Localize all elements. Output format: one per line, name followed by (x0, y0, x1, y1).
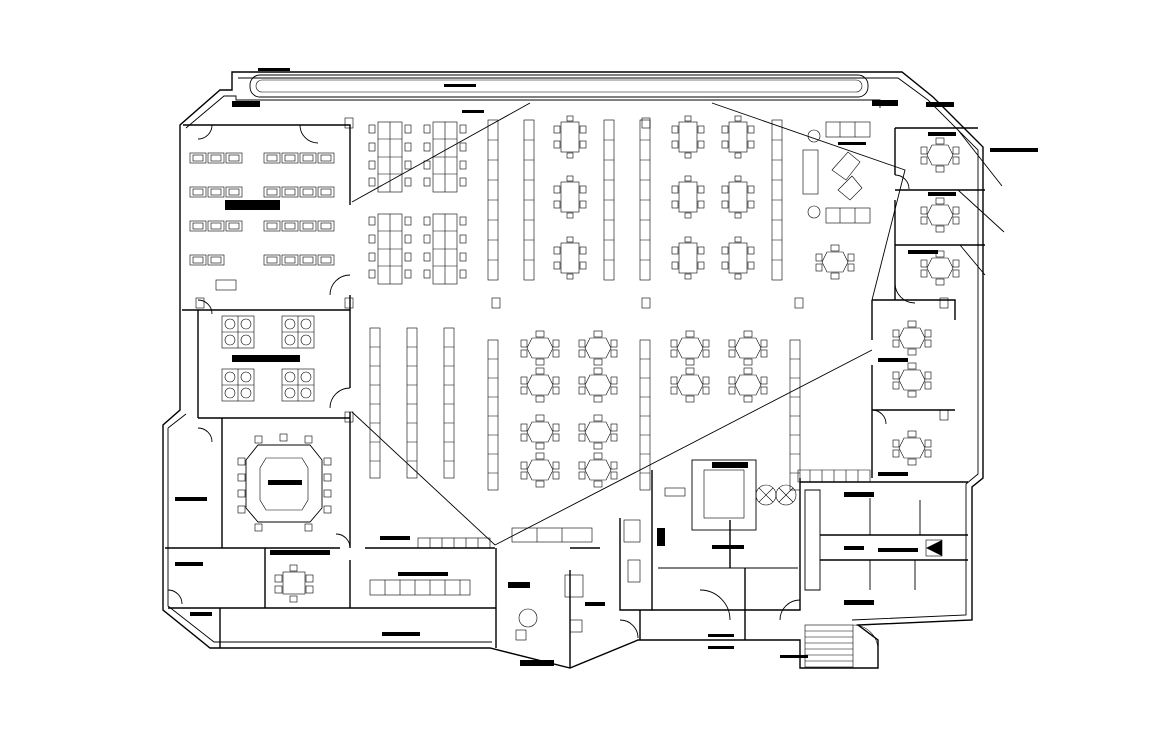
conference-room-table (237, 433, 332, 532)
stair (708, 624, 879, 668)
shelving-rows-upper (487, 119, 783, 281)
columns (195, 117, 949, 423)
bottom-left-rooms (175, 497, 471, 636)
outer-walls (162, 71, 984, 669)
right-room-walls (871, 127, 1005, 478)
front-desk-area (417, 527, 605, 666)
workstation-area-left (189, 152, 335, 291)
desk-blocks (368, 121, 467, 285)
service-block-walls (569, 470, 968, 668)
diagonal-partitions (351, 102, 906, 546)
lounge-seating (802, 121, 871, 224)
annotation-tags (232, 68, 1038, 476)
workstation-cluster-room (221, 315, 315, 402)
service-block-interior (623, 459, 943, 605)
hexagonal-tables (520, 137, 960, 488)
left-room-walls (165, 124, 497, 648)
reading-tables (553, 115, 755, 280)
